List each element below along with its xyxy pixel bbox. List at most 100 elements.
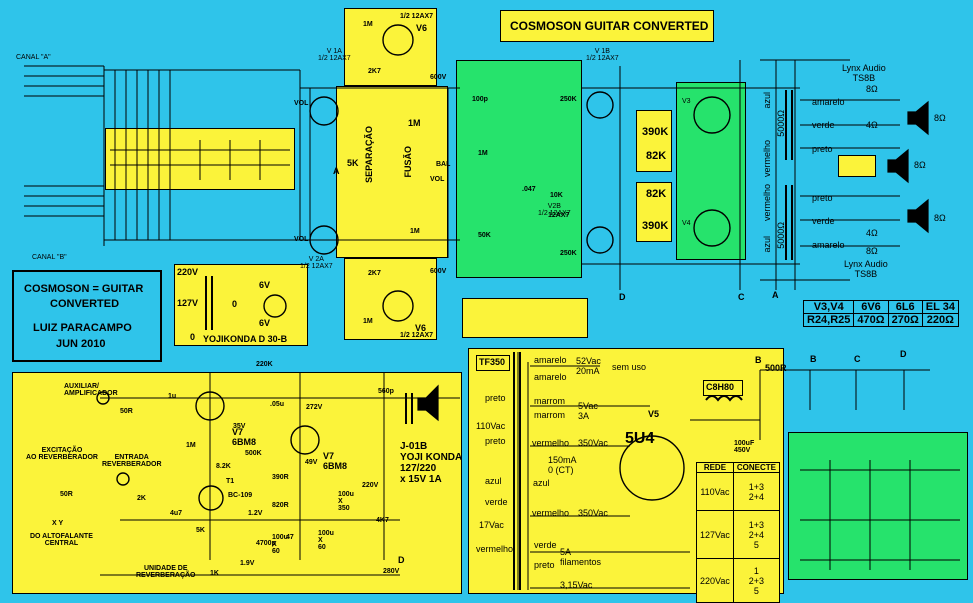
regulator-block [788,432,968,580]
title-box [500,10,714,42]
pri-2: preto [485,436,506,446]
imp-1: 4Ω [866,120,878,130]
rv-272v: 272V [306,404,323,411]
mains-110-conecte: 1+3 2+4 [732,472,780,511]
mv-vol-3: VOL [430,176,445,183]
filter-cap: 100uF 450V [734,440,755,454]
mains-110-c1: 2+4 [748,491,765,502]
rv-390r: 390R [272,474,289,481]
rv-05u: .05u [270,401,285,408]
reverb-v7b: V7 6BM8 [323,451,348,471]
credits-box [12,270,162,362]
mains-220-rede: 220Vac [696,558,734,603]
out-wire-top-0: amarelo [812,97,845,107]
node-c-ps: C [854,354,861,364]
credits-line2: CONVERTED [50,298,120,310]
out-wire-top-1: verde [812,120,835,130]
tube-table: V3,V4 6V6 6L6 EL 34 R24,R25 470Ω 270Ω 22… [802,300,959,327]
mv-vol-1: VOL [294,100,309,107]
imp-6: 8Ω [934,213,946,223]
imp-0: 8Ω [866,84,878,94]
reverb-altofalante: DO ALTOFALANTE CENTRAL [30,533,93,547]
mains-127-c2: 5 [753,539,759,550]
mains-220-c2: 5 [753,585,759,596]
imp-4: 4Ω [866,228,878,238]
rv-220v: 220V [362,482,379,489]
v6-top-label: V6 [416,23,428,33]
imp-2: 8Ω [934,113,946,123]
out-wire-bottom-0: preto [812,193,833,203]
mv-bal: BAL [436,161,451,168]
rv-49v: 49V [305,459,318,466]
mv-2k7-bottom: 2K7 [368,270,381,277]
speaker-switch[interactable] [838,155,876,177]
tube-table-r2: 270Ω [887,313,923,327]
rv-5k: 5K [196,527,205,534]
mv-12ax7: 12AX7 [548,212,570,219]
reverb-excitacao: EXCITAÇÃO AO REVERBERADOR [26,447,98,461]
pri-1: 110Vac [476,421,506,431]
heater-127v: 127V [177,298,199,308]
separacao-label: SEPARAÇÃO [364,126,374,183]
sep-pot-value: 5K [347,158,359,168]
mv-1m-a: 1M [410,228,420,235]
v4-label: V4 [682,220,691,227]
rv-35v: 35V [233,423,246,430]
rv-4k7: 4K7 [376,517,389,524]
heater-zero: 0 [232,299,238,309]
r500-label: 500R [765,363,787,373]
mv-1m-bottom: 1M [363,318,373,325]
bias-r4: 390K [642,220,669,232]
tap-4-color: vermelho [532,438,570,448]
pri-0: preto [485,393,506,403]
mains-127-c0: 1+3 [748,519,765,530]
tap-2-color: marrom [534,396,565,406]
tap-4-value: 350Vac [578,438,608,448]
rv-100u-a: 100u X 60 [272,534,288,555]
rectifier-label: 5U4 [625,430,655,447]
v1a-label: V 1A 1/2 12AX7 [318,48,351,62]
tube-table-h0: V3,V4 [802,300,855,314]
tap-2-value: 5Vac 3A [578,401,598,421]
pri-5: 17Vac [479,520,504,530]
node-c-right: C [738,292,745,302]
mv-vol-2: VOL [294,236,309,243]
mains-127-c1: 2+4 [748,529,765,540]
rv-100u-b: 100u X 60 [318,530,334,551]
ps-xfmr-label: TF350 [479,357,506,367]
rv-50r: 50R [120,408,133,415]
heater-6vb: 6V [259,318,271,328]
mv-600v-a: 600V [430,74,447,81]
reverb-unidade: UNIDADE DE REVERBERAÇÃO [136,565,196,579]
tube-table-row: R24,R25 470Ω 270Ω 220Ω [802,313,959,327]
v2b-label: V2B 1/2 12AX7 [538,203,571,217]
rv-47: 47 [286,534,294,541]
rv-bc109: BC-109 [228,492,253,499]
tap-7-color: verde [534,540,557,550]
out-wire-bottom-1: verde [812,216,835,226]
mains-row-110: 110Vac 1+3 2+4 [696,472,780,511]
node-a-left: A [333,166,340,176]
imp-3: 8Ω [914,160,926,170]
reverb-entrada: ENTRADA REVERBERADOR [102,454,162,468]
mv-2k7-top: 2K7 [368,68,381,75]
mains-220-conecte: 1 2+3 5 [732,558,780,603]
mains-220-c1: 2+3 [748,575,765,586]
bias-r2: 82K [646,150,667,162]
mains-h0: REDE [696,462,734,473]
center-mix-block [336,86,448,258]
reverb-output-xfmr: J-01B YOJI KONDA 127/220 x 15V 1A [400,441,463,485]
imp-5: 8Ω [866,246,878,256]
canal-a-label: CANAL "A" [16,54,51,61]
rv-8k2: 8.2K [216,463,231,470]
rv-100u-c: 100u X 350 [338,491,354,512]
mains-127-conecte: 1+3 2+4 5 [732,510,780,559]
mv-250k-b: 250K [560,250,577,257]
mains-127-rede: 127Vac [696,510,734,559]
reverb-aux: AUXILIAR/ AMPLIFICADOR [64,383,118,397]
output-xfmr-top: Lynx Audio TS8B [842,63,886,83]
mv-1m-top: 1M [363,21,373,28]
rv-t1: T1 [226,478,235,485]
tube-table-h2: 6L6 [887,300,923,314]
